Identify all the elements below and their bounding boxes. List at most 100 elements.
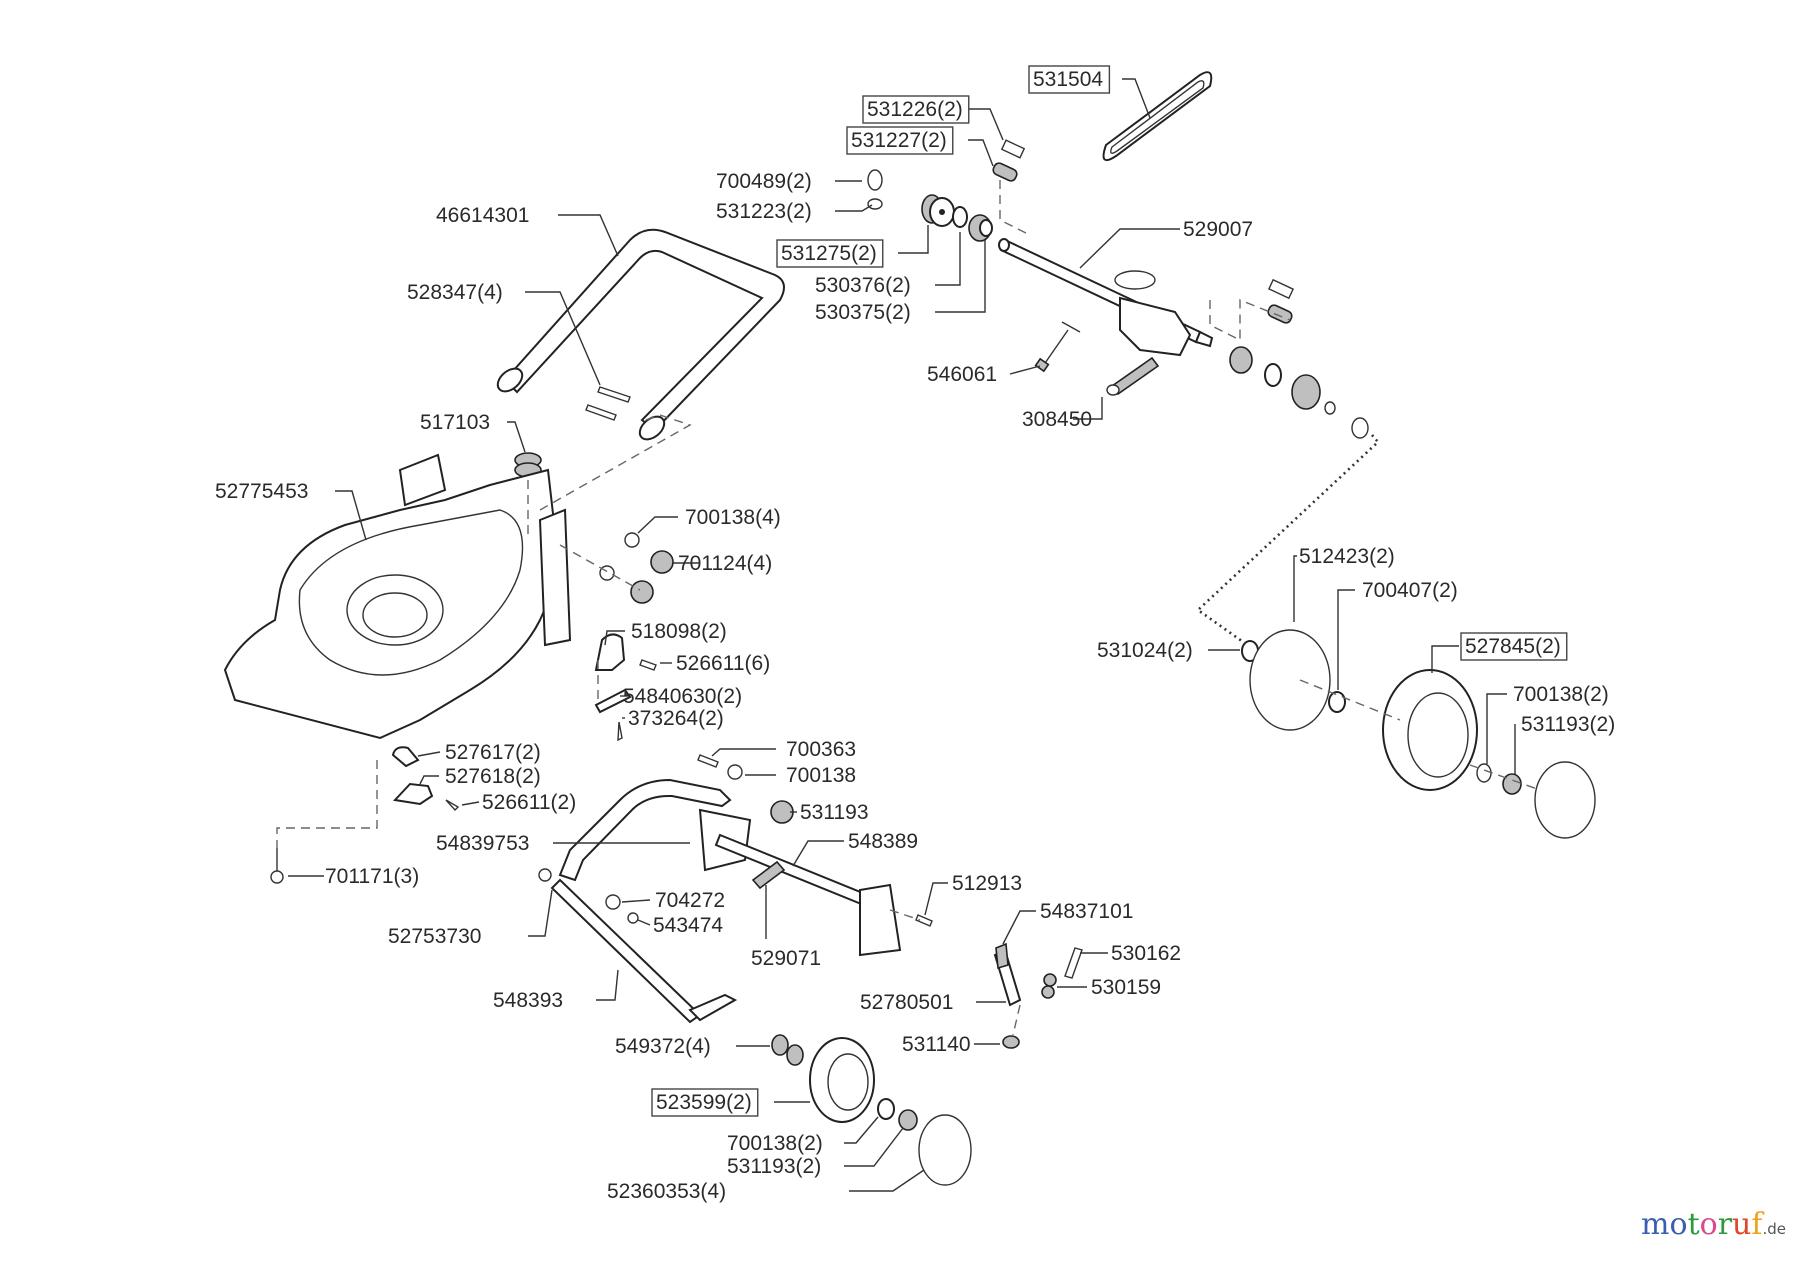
part-label-701171: 701171(3): [325, 865, 419, 888]
washers-nuts-part: [599, 532, 674, 604]
part-number-text: 700138(2): [727, 1132, 823, 1155]
label-box: [1028, 65, 1111, 94]
part-label-52360353: 52360353(4): [607, 1180, 726, 1203]
upper-handle-part: [496, 228, 785, 441]
part-label-528347: 528347(4): [407, 281, 503, 304]
part-number-text: 531223(2): [716, 200, 812, 223]
part-number-text: 531193(2): [727, 1155, 821, 1178]
part-number-text: 52775453: [215, 480, 308, 503]
part-number-text: 531226(2): [867, 98, 963, 121]
part-number-text: 700138(4): [685, 506, 781, 529]
part-number-text: 527618(2): [445, 765, 541, 788]
part-number-text: 700138(2): [1513, 683, 1609, 706]
part-label-512913: 512913: [952, 872, 1022, 895]
part-number-text: 548393: [493, 989, 563, 1012]
part-number-text: 700489(2): [716, 170, 812, 193]
part-number-text: 531024(2): [1097, 639, 1193, 662]
part-label-700138-f: 700138(2): [727, 1132, 823, 1155]
assembly-lines: [276, 180, 1541, 1036]
key-part: [1000, 139, 1026, 159]
part-label-531024: 531024(2): [1097, 639, 1193, 662]
part-label-517103: 517103: [420, 411, 490, 434]
part-label-529007: 529007: [1183, 218, 1253, 241]
part-number-text: 704272: [655, 889, 725, 912]
rear-flap-clips-part: [270, 746, 460, 884]
height-lever-part: [993, 942, 1083, 1049]
part-number-text: 701124(4): [678, 552, 772, 575]
watermark-letter: u: [1732, 1207, 1752, 1242]
part-label-527845: 527845(2): [1460, 632, 1568, 661]
right-gear-set-part: [1229, 278, 1369, 439]
part-number-text: 512913: [952, 872, 1022, 895]
rear-axle-part: [550, 778, 902, 1024]
part-number-text: 54840630(2): [623, 685, 742, 708]
part-number-text: 530162: [1111, 942, 1181, 965]
part-number-text: 528347(4): [407, 281, 503, 304]
watermark-letter: m: [1641, 1207, 1670, 1242]
part-label-530375: 530375(2): [815, 301, 911, 324]
front-wheel-set-part: [771, 1034, 972, 1186]
part-label-512423: 512423(2): [1299, 545, 1395, 568]
part-label-52775453: 52775453: [215, 480, 308, 503]
part-label-52780501: 52780501: [860, 991, 953, 1014]
part-number-text: 546061: [927, 363, 997, 386]
part-label-700363: 700363: [786, 738, 856, 761]
part-number-text: 52360353(4): [607, 1180, 726, 1203]
label-box: [776, 239, 884, 268]
part-label-54840630: 54840630(2): [623, 685, 742, 708]
part-label-700489: 700489(2): [716, 170, 812, 193]
part-label-531226: 531226(2): [862, 95, 970, 124]
part-label-530376: 530376(2): [815, 274, 911, 297]
part-label-530162: 530162: [1111, 942, 1181, 965]
axle-spring-part: [538, 860, 933, 927]
part-number-text: 529007: [1183, 218, 1253, 241]
part-number-text: 526611(2): [482, 791, 576, 814]
part-label-700407: 700407(2): [1362, 579, 1458, 602]
part-number-text: 531275(2): [781, 242, 877, 265]
part-label-54837101: 54837101: [1040, 900, 1133, 923]
part-number-text: 531193(2): [1521, 713, 1615, 736]
part-label-546061: 546061: [927, 363, 997, 386]
part-number-text: 527617(2): [445, 741, 541, 764]
part-label-526611-2: 526611(2): [482, 791, 576, 814]
part-label-518098: 518098(2): [631, 620, 727, 643]
height-adjuster-part: [594, 633, 657, 742]
part-number-text: 548389: [848, 830, 918, 853]
handle-bolts-part: [585, 386, 631, 421]
part-number-text: 54839753: [436, 832, 529, 855]
part-number-text: 530159: [1091, 976, 1161, 999]
part-number-text: 701171(3): [325, 865, 419, 888]
label-box: [862, 95, 970, 124]
bearing-part: [968, 214, 993, 242]
part-label-373264: 373264(2): [628, 707, 724, 730]
tension-spring-part: [1106, 356, 1160, 396]
part-number-text: 527845(2): [1465, 635, 1561, 658]
part-label-700138-r: 700138(2): [1513, 683, 1609, 706]
mower-deck-part: [223, 453, 572, 740]
gearbox-assembly-part: [998, 238, 1214, 357]
watermark-domain: .de: [1762, 1220, 1786, 1238]
part-number-text: 531227(2): [851, 129, 947, 152]
part-label-52753730: 52753730: [388, 925, 481, 948]
part-number-text: 54837101: [1040, 900, 1133, 923]
part-label-531193: 531193: [800, 801, 869, 824]
label-box: [1460, 632, 1568, 661]
label-box: [651, 1088, 759, 1117]
part-number-text: 529071: [751, 947, 821, 970]
part-label-531193-f: 531193(2): [727, 1155, 821, 1178]
part-label-531227: 531227(2): [846, 126, 954, 155]
seal-ring-part: [952, 206, 968, 228]
part-label-549372: 549372(4): [615, 1035, 711, 1058]
part-label-530159: 530159: [1091, 976, 1161, 999]
part-number-text: 523599(2): [656, 1091, 752, 1114]
part-label-531275: 531275(2): [776, 239, 884, 268]
part-number-text: 308450: [1022, 408, 1092, 431]
part-number-text: 46614301: [436, 204, 529, 227]
leader-lines: [288, 78, 1516, 1192]
part-label-308450: 308450: [1022, 408, 1092, 431]
part-label-543474: 543474: [653, 914, 723, 937]
grommet-part: [514, 452, 542, 478]
watermark-letter: r: [1717, 1207, 1733, 1242]
part-label-548389: 548389: [848, 830, 918, 853]
